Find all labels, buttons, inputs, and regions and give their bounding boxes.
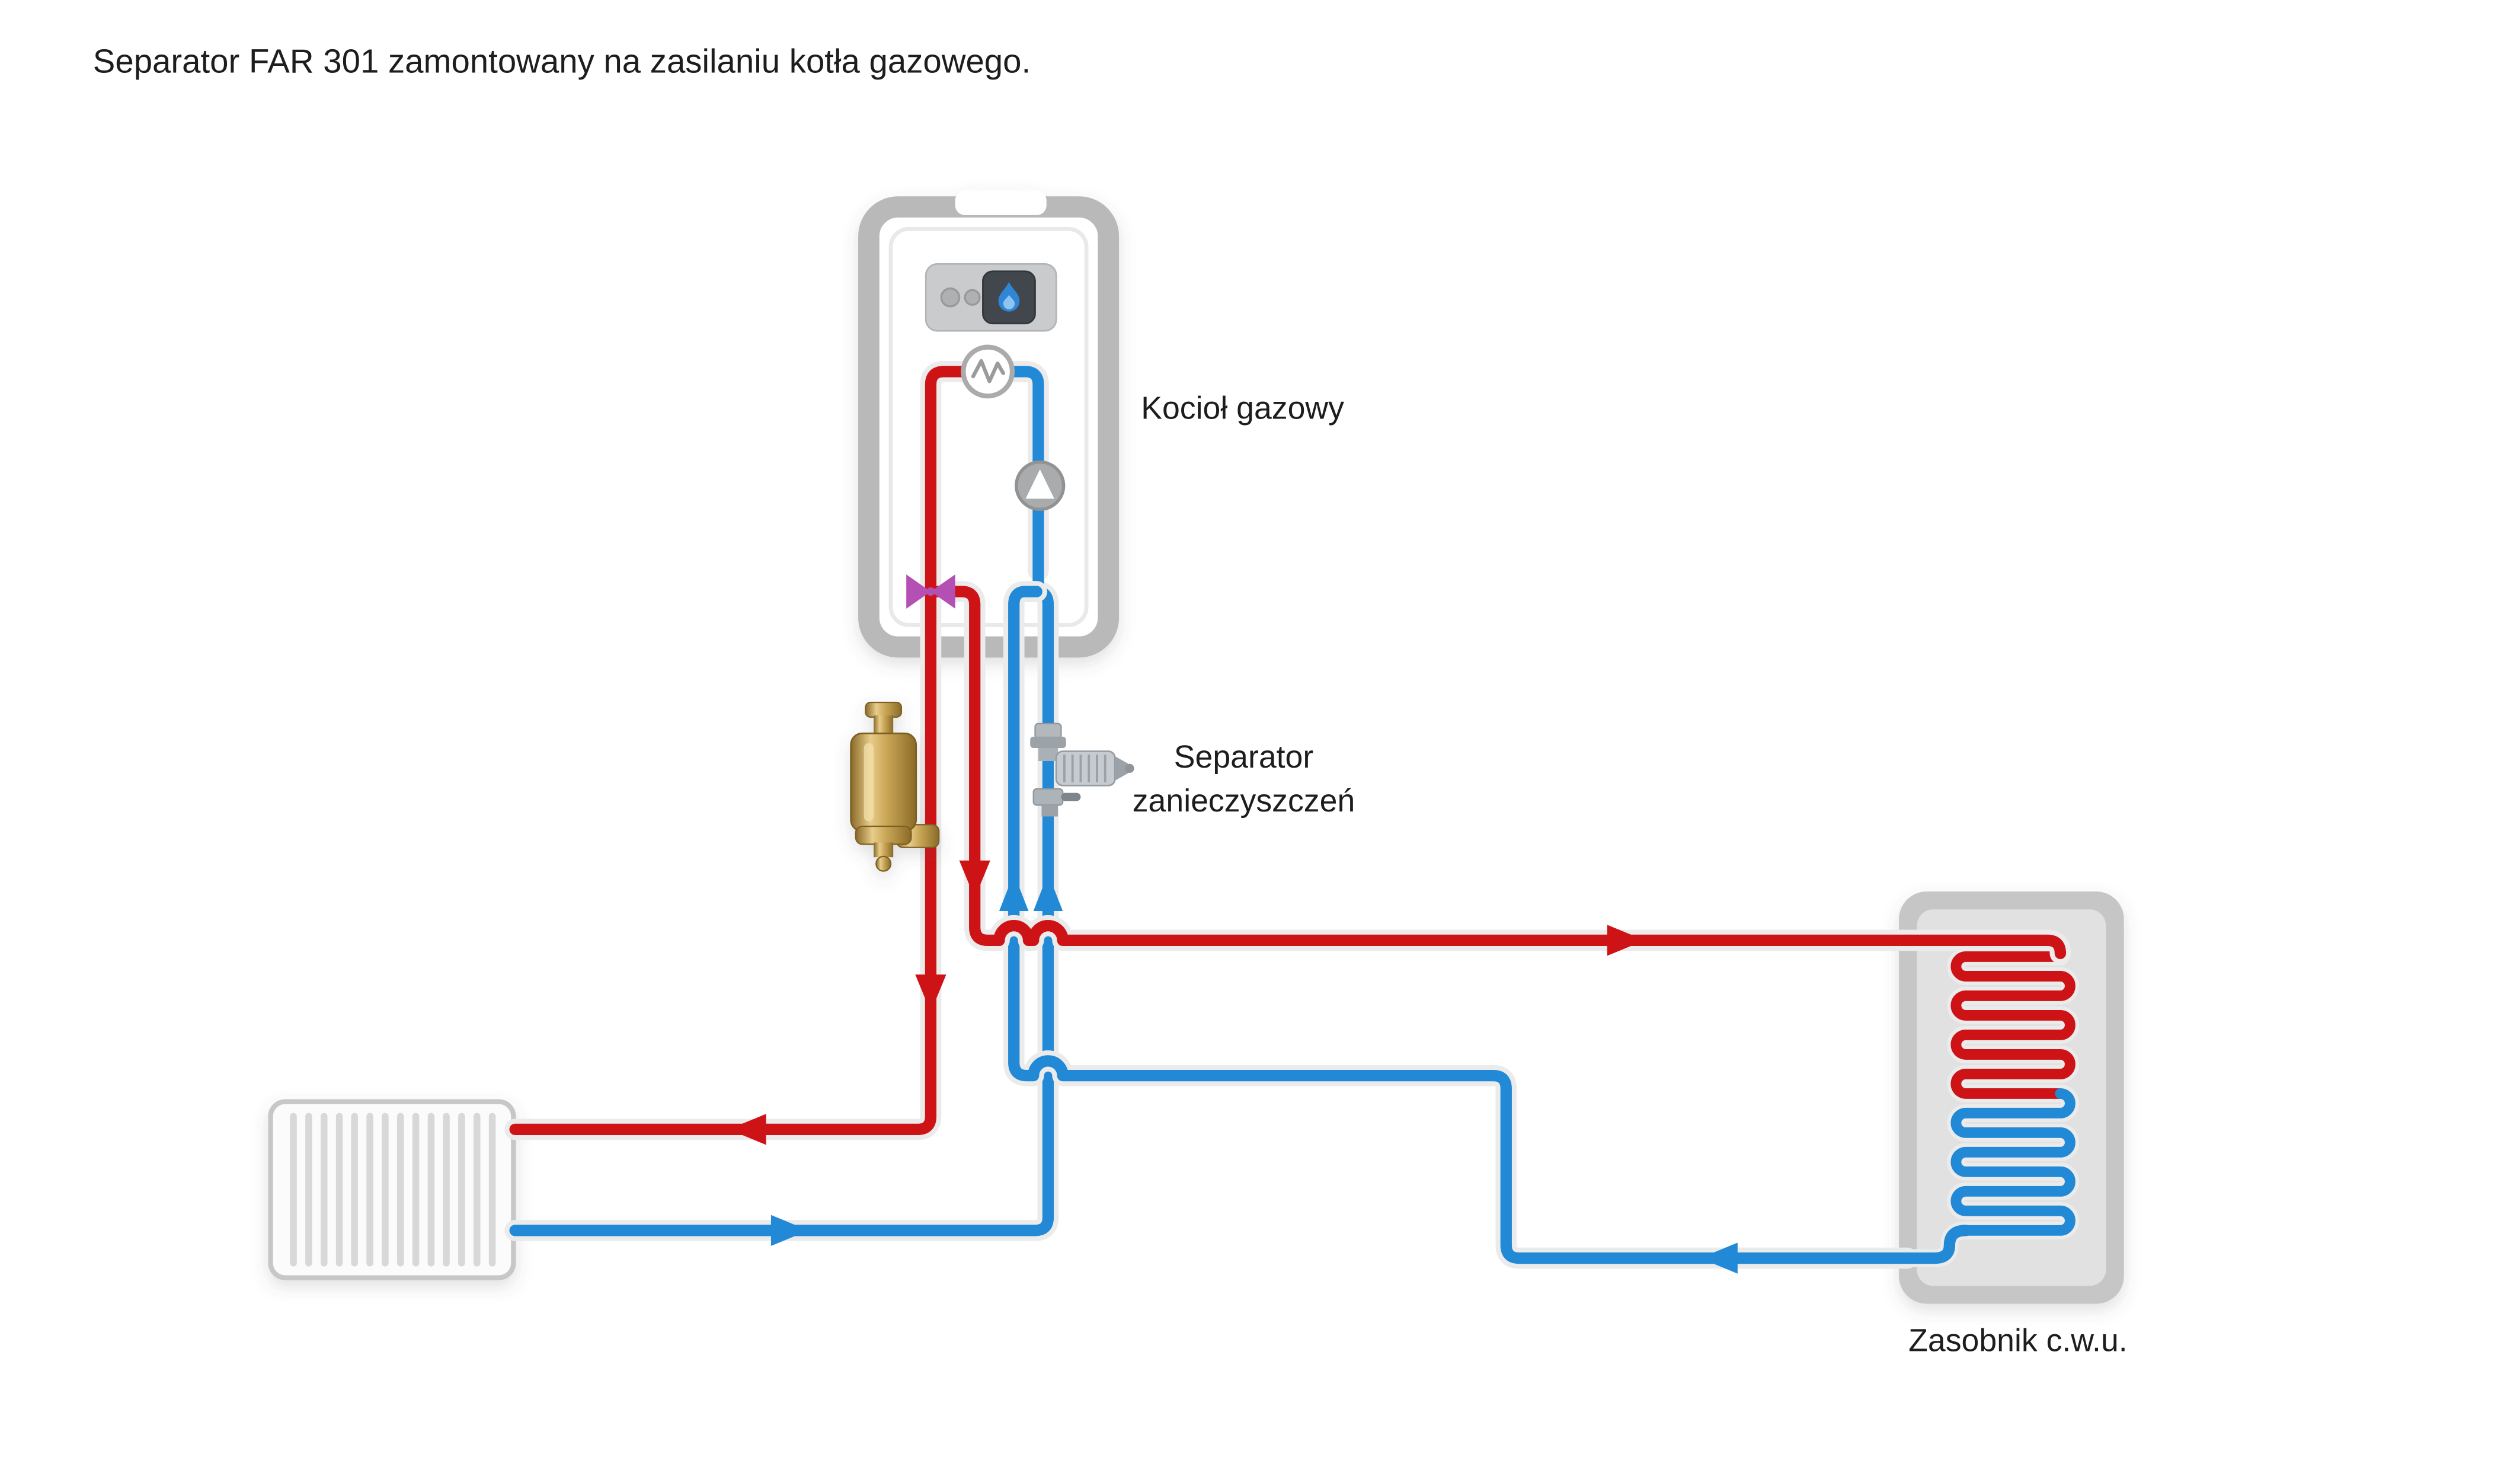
far-separator-drain-knob	[875, 855, 892, 872]
dirt-separator	[1030, 723, 1134, 817]
label-separator-line1: Separator	[1174, 739, 1313, 775]
label-boiler: Kocioł gazowy	[1141, 391, 1344, 426]
circulation-pump	[1015, 460, 1066, 511]
dirt-separator-tip	[1125, 763, 1134, 774]
pump-arrow-icon	[1025, 469, 1054, 499]
supply-pipe-tank	[925, 586, 2067, 960]
radiator-fins	[290, 1113, 496, 1267]
flow-arrow-supply-down-icon	[915, 974, 946, 1012]
boiler-top-notch	[955, 190, 1047, 215]
heat-exchanger-icon	[961, 344, 1015, 399]
boiler-knob-icon	[940, 287, 961, 308]
boiler-button-icon	[964, 289, 981, 306]
flow-arrow-from-tank-icon	[1700, 1242, 1738, 1274]
heat-exchanger-zigzag-icon	[971, 359, 1005, 384]
flow-arrow-from-radiator-icon	[770, 1215, 809, 1246]
far-301-separator	[850, 701, 940, 872]
return-pipe-tank-casing	[1003, 581, 1918, 1269]
boiler-control-panel	[925, 263, 1057, 332]
label-separator-line2: zanieczyszczeń	[1133, 783, 1355, 819]
boiler-internal-return	[1006, 366, 1044, 599]
supply-pipe-radiator	[509, 366, 970, 1135]
flow-arrow-return-up-left-icon	[999, 873, 1029, 911]
diverter-valve-left-icon	[906, 574, 931, 609]
dirt-separator-nut	[1030, 736, 1066, 748]
far-separator-highlight	[864, 743, 874, 822]
gas-boiler	[858, 190, 1120, 658]
boiler-inner-outline	[888, 226, 1089, 627]
heat-exchanger	[961, 344, 1015, 399]
dirt-separator-cone	[1115, 756, 1128, 781]
flow-arrow-to-radiator-icon	[728, 1114, 766, 1145]
tank-coil-cold-section	[1950, 1088, 2076, 1236]
return-pipe-tank	[1008, 586, 1972, 1264]
far-separator-body	[850, 732, 917, 832]
flow-arrow-return-up-right-icon	[1033, 873, 1063, 911]
flow-arrow-to-tank-icon	[1607, 925, 1645, 956]
dirt-separator-ridges	[1063, 754, 1107, 782]
label-tank: Zasobnik c.w.u.	[1908, 1322, 2128, 1358]
dirt-separator-top-fitting	[1034, 723, 1062, 739]
dirt-separator-lower-fitting	[1032, 788, 1064, 806]
dirt-separator-drain	[1041, 805, 1058, 817]
dirt-separator-lever	[1061, 792, 1081, 801]
radiator	[268, 1099, 516, 1280]
diagram-title: Separator FAR 301 zamontowany na zasilan…	[93, 42, 1031, 79]
diverter-valve	[906, 574, 955, 609]
tank-coil-hot-section	[1950, 948, 2076, 1099]
piping	[504, 361, 2079, 1269]
far-separator-cap	[865, 701, 903, 718]
diverter-valve-right-icon	[930, 574, 955, 609]
far-separator-base	[855, 825, 912, 845]
flow-arrow-branch-down-icon	[959, 860, 990, 898]
diverter-valve-center-icon	[926, 587, 935, 596]
far-separator-drain	[874, 842, 894, 858]
dirt-separator-collar	[1038, 747, 1058, 761]
flame-inner-icon	[1003, 295, 1015, 309]
radiator-body	[268, 1099, 516, 1280]
flow-arrows	[728, 860, 1738, 1274]
